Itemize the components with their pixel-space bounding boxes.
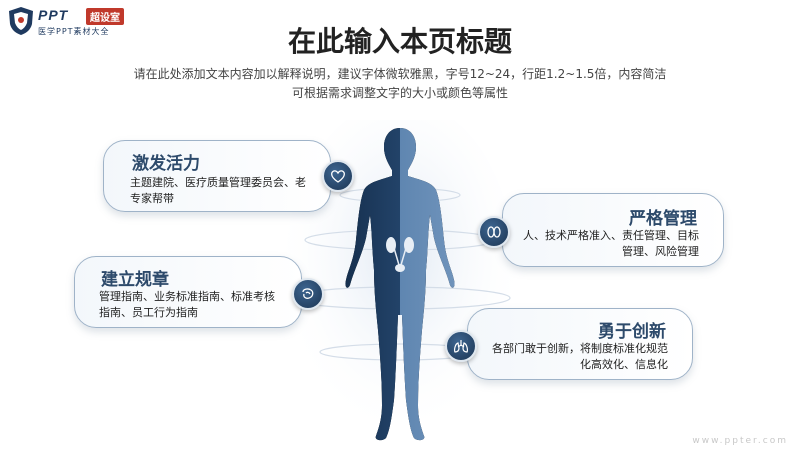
logo-brand: PPT bbox=[38, 7, 69, 23]
logo-tagline: 医学PPT素材大全 bbox=[38, 27, 110, 36]
card-text: 各部门敢于创新，将制度标准化规范化高效化、信息化 bbox=[492, 342, 668, 371]
card-title: 激发活力 bbox=[132, 154, 200, 174]
page-title: 在此输入本页标题 bbox=[287, 25, 512, 58]
watermark: www.ppter.com bbox=[692, 436, 788, 446]
shield-icon bbox=[9, 7, 33, 35]
card-title: 勇于创新 bbox=[598, 322, 666, 342]
subtitle-line-1: 请在此处添加文本内容加以解释说明，建议字体微软雅黑，字号12~24，行距1.2~… bbox=[133, 67, 667, 81]
logo-badge: 超设室 bbox=[86, 8, 124, 25]
stomach-icon bbox=[292, 278, 324, 310]
card-vitality: 激发活力 主题建院、医疗质量管理委员会、老专家帮带 bbox=[103, 140, 331, 212]
kidney-icon bbox=[478, 216, 510, 248]
card-text: 人、技术严格准入、责任管理、目标管理、风险管理 bbox=[523, 229, 699, 258]
page-subtitle: 请在此处添加文本内容加以解释说明，建议字体微软雅黑，字号12~24，行距1.2~… bbox=[100, 65, 700, 103]
card-regulations: 建立规章 管理指南、业务标准指南、标准考核指南、员工行为指南 bbox=[74, 256, 302, 328]
card-innovation: 勇于创新 各部门敢于创新，将制度标准化规范化高效化、信息化 bbox=[467, 308, 693, 380]
card-text: 主题建院、医疗质量管理委员会、老专家帮带 bbox=[130, 176, 306, 205]
lungs-icon bbox=[445, 330, 477, 362]
heart-icon bbox=[322, 160, 354, 192]
card-title: 建立规章 bbox=[101, 270, 169, 290]
card-management: 严格管理 人、技术严格准入、责任管理、目标管理、风险管理 bbox=[502, 193, 724, 267]
subtitle-line-2: 可根据需求调整文字的大小或颜色等属性 bbox=[291, 86, 508, 100]
logo: PPT 超设室 医学PPT素材大全 bbox=[8, 6, 168, 40]
card-text: 管理指南、业务标准指南、标准考核指南、员工行为指南 bbox=[99, 290, 275, 319]
card-title: 严格管理 bbox=[629, 209, 697, 229]
